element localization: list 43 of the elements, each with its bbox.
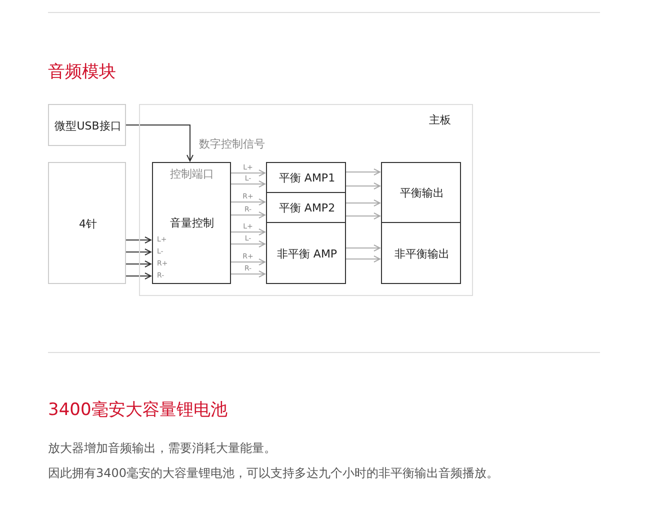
arrow	[230, 240, 266, 248]
paragraph: 因此拥有3400毫安的大容量锂电池，可以支持多达九个小时的非平衡输出音频播放。	[48, 465, 500, 482]
section-heading: 音频模块	[48, 61, 116, 83]
arrow	[346, 212, 380, 220]
amplifier-box	[266, 192, 346, 223]
arrow	[126, 236, 152, 244]
box-label: 平衡输出	[400, 186, 444, 200]
section-heading: 3400毫安大容量锂电池	[48, 399, 228, 421]
arrow	[230, 212, 266, 218]
arrow	[346, 168, 380, 176]
box-label: 主板	[429, 112, 451, 128]
box-label: 4针	[79, 216, 97, 232]
box-label: 非平衡 AMP	[276, 246, 338, 262]
arrow	[346, 256, 380, 262]
arrow	[126, 260, 152, 268]
box-label: 音量控制	[170, 216, 214, 230]
box-label: 平衡 AMP2	[278, 200, 336, 216]
arrow	[230, 198, 266, 206]
paragraph: 放大器增加音频输出，需要消耗大量能量。	[48, 440, 277, 457]
arrow	[230, 270, 266, 278]
arrow	[346, 200, 380, 206]
arrow	[126, 124, 194, 162]
output-box	[381, 222, 461, 284]
board-panel	[139, 104, 473, 296]
arrow	[230, 258, 266, 266]
arrow	[346, 182, 380, 190]
arrow	[346, 244, 380, 252]
box-label: 微型USB接口	[54, 118, 122, 134]
port-label: 控制端口	[170, 166, 214, 182]
arrow	[230, 228, 266, 236]
arrow	[230, 170, 266, 176]
box-label: 非平衡输出	[394, 246, 450, 262]
box-label: 平衡 AMP1	[278, 170, 336, 186]
amplifier-box	[266, 222, 346, 284]
arrow	[230, 180, 266, 188]
output-box	[381, 162, 461, 223]
arrow	[126, 272, 152, 280]
amplifier-box	[266, 162, 346, 193]
edge-label: 数字控制信号	[198, 138, 266, 150]
connector-box	[48, 162, 126, 284]
arrow	[126, 248, 152, 256]
port-box	[48, 104, 126, 146]
process-box	[152, 162, 231, 284]
